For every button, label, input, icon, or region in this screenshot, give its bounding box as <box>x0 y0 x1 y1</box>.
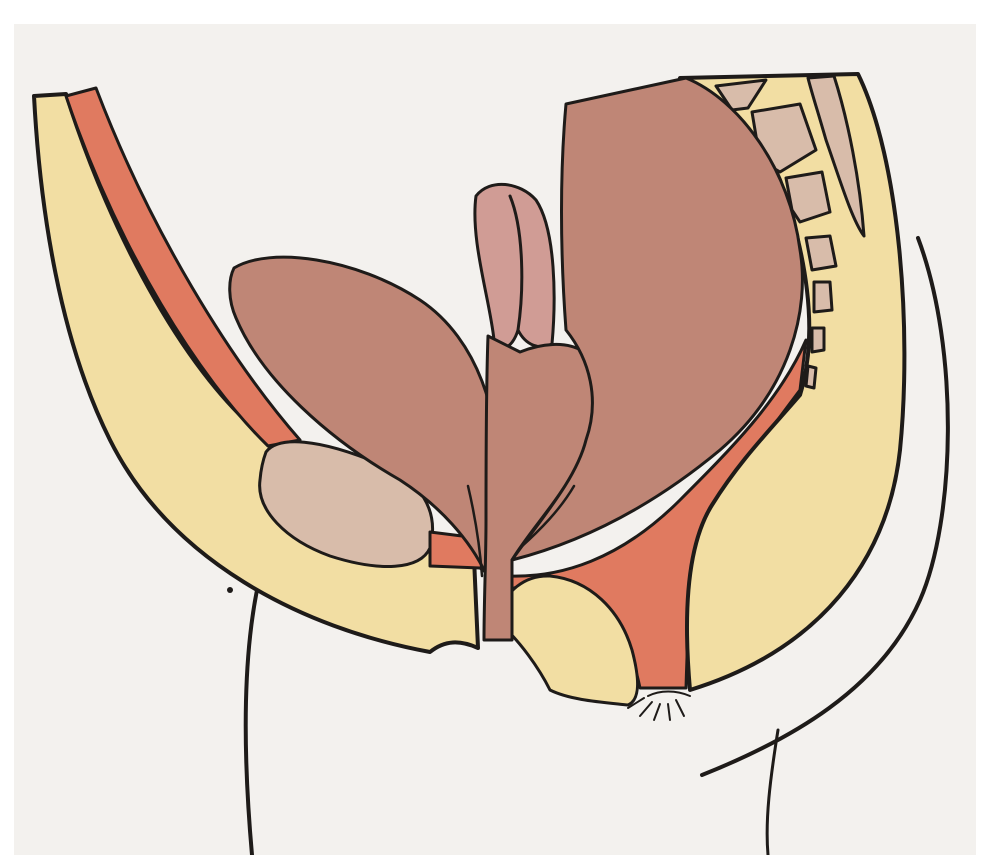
ink-dot <box>227 587 233 593</box>
vertebra-4 <box>806 236 836 270</box>
coccyx-tip <box>806 366 816 388</box>
vertebra-5 <box>814 282 832 312</box>
vertebra-6 <box>812 328 824 352</box>
